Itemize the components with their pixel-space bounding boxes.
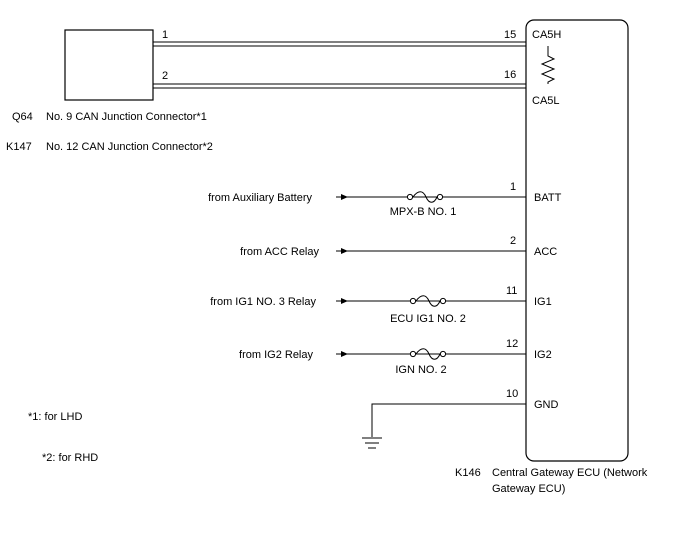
note-lhd: *1: for LHD bbox=[28, 411, 82, 423]
can-low-wire bbox=[153, 83, 526, 89]
ecu-pin-10: 10 bbox=[506, 388, 518, 400]
fuse-label-ign-no2: IGN NO. 2 bbox=[395, 364, 446, 376]
termination-resistor-icon bbox=[540, 46, 556, 84]
fuse-icon bbox=[406, 191, 444, 203]
source-ig1-no3-relay: from IG1 NO. 3 Relay bbox=[210, 296, 316, 308]
ecu-terminal-ig2: IG2 bbox=[534, 349, 552, 361]
ecu-terminal-acc: ACC bbox=[534, 246, 557, 258]
ground-icon bbox=[362, 437, 382, 449]
note-rhd: *2: for RHD bbox=[42, 452, 98, 464]
ground-circuit: 10 GND bbox=[362, 388, 559, 449]
ecu-pin-1: 1 bbox=[510, 181, 516, 193]
ecu-pin-16: 16 bbox=[504, 69, 516, 81]
can-high-wire bbox=[153, 41, 526, 47]
source-acc-relay: from ACC Relay bbox=[240, 246, 319, 258]
ecu-pin-2: 2 bbox=[510, 235, 516, 247]
batt-circuit: from Auxiliary Battery MPX-B NO. 1 1 BAT… bbox=[208, 181, 561, 218]
connector-name-rhd: No. 12 CAN Junction Connector*2 bbox=[46, 141, 213, 153]
fuse-label-mpx-b: MPX-B NO. 1 bbox=[390, 206, 457, 218]
connector-code-q64: Q64 bbox=[12, 111, 33, 123]
ecu-terminal-ca5l: CA5L bbox=[532, 95, 560, 107]
ecu-terminal-batt: BATT bbox=[534, 192, 562, 204]
can-junction-connector-box bbox=[64, 29, 154, 101]
connector-name-lhd: No. 9 CAN Junction Connector*1 bbox=[46, 111, 207, 123]
fuse-icon bbox=[409, 348, 447, 360]
fuse-icon bbox=[409, 295, 447, 307]
arrow-icon bbox=[341, 194, 348, 200]
fuse-label-ecu-ig1-no2: ECU IG1 NO. 2 bbox=[390, 313, 466, 325]
connector-code-k147: K147 bbox=[6, 141, 32, 153]
ecu-terminal-ig1: IG1 bbox=[534, 296, 552, 308]
connector-pin-2: 2 bbox=[162, 70, 168, 82]
source-ig2-relay: from IG2 Relay bbox=[239, 349, 313, 361]
ecu-pin-15: 15 bbox=[504, 29, 516, 41]
acc-circuit: from ACC Relay 2 ACC bbox=[240, 235, 557, 258]
ecu-pin-12: 12 bbox=[506, 338, 518, 350]
connector-pin-1: 1 bbox=[162, 29, 168, 41]
source-auxiliary-battery: from Auxiliary Battery bbox=[208, 192, 312, 204]
ecu-terminal-ca5h: CA5H bbox=[532, 29, 561, 41]
arrow-icon bbox=[341, 248, 348, 254]
arrow-icon bbox=[341, 298, 348, 304]
ig1-circuit: from IG1 NO. 3 Relay ECU IG1 NO. 2 11 IG… bbox=[210, 285, 552, 325]
arrow-icon bbox=[341, 351, 348, 357]
ecu-code: K146 bbox=[455, 467, 481, 479]
ig2-circuit: from IG2 Relay IGN NO. 2 12 IG2 bbox=[239, 338, 552, 376]
central-gateway-ecu-box bbox=[525, 19, 629, 462]
ecu-pin-11: 11 bbox=[506, 285, 517, 297]
ecu-terminal-gnd: GND bbox=[534, 399, 559, 411]
ecu-name-line2: Gateway ECU) bbox=[492, 483, 565, 495]
ecu-name-line1: Central Gateway ECU (Network bbox=[492, 467, 648, 479]
